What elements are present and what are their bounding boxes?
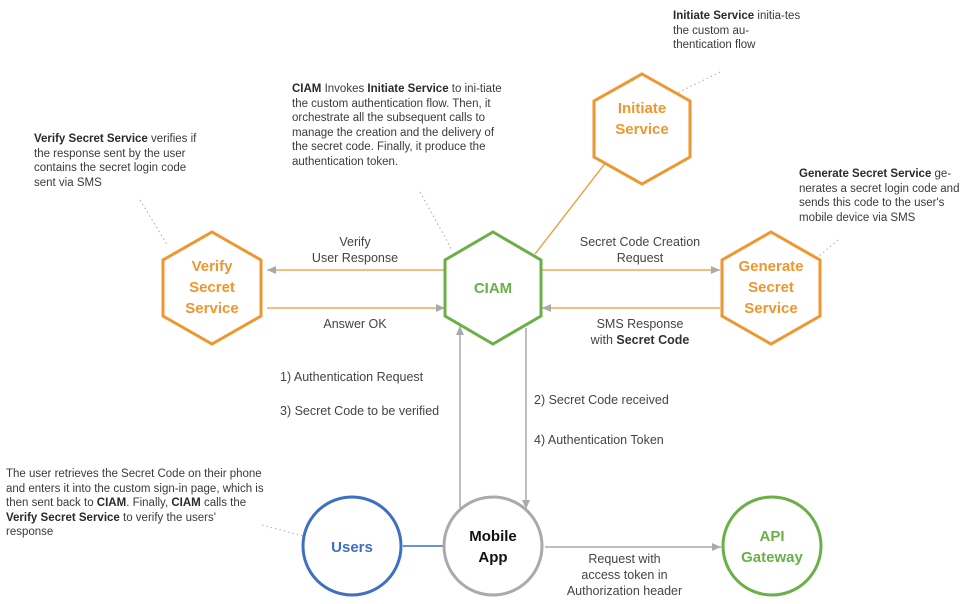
ciam-initiate-connector	[534, 147, 618, 255]
users-note-bold-2: CIAM	[171, 497, 201, 509]
generate-secret-service-node: Generate Secret Service	[720, 230, 822, 346]
ciam-note: CIAM Invokes Initiate Service to ini-tia…	[292, 82, 508, 169]
generate-secret-service-hexagon	[720, 230, 822, 346]
leader-ciam-note	[419, 191, 453, 251]
mobile-app-label-line1: Mobile	[469, 528, 517, 545]
users-note: The user retrieves the Secret Code on th…	[6, 467, 264, 540]
edge-label-request-with-token-line3: Authorization header	[566, 584, 683, 598]
initiate-service-label-line1: Initiate	[618, 100, 666, 117]
generate-secret-service-note-text: ge-nerates a secret login code and sends…	[799, 168, 960, 224]
generate-secret-service-note: Generate Secret Service ge-nerates a sec…	[799, 167, 965, 225]
edge-label-secret-code-creation-line1: Secret Code Creation	[579, 235, 701, 249]
ciam-note-text-1: Invokes	[321, 83, 368, 95]
edge-label-secret-code-creation: Secret Code Creation Request	[560, 234, 720, 266]
edge-label-auth-token-text: 4) Authentication Token	[534, 433, 664, 447]
generate-secret-service-label-line1: Generate	[738, 258, 803, 275]
users-note-text-2: . Finally,	[126, 497, 172, 509]
edge-label-request-with-token-line1: Request with	[588, 552, 661, 566]
edge-label-sms-response-line2-bold: Secret Code	[616, 333, 690, 347]
edge-label-sms-response-line2-prefix: with	[590, 333, 617, 347]
leader-initiate-note	[664, 71, 721, 100]
verify-secret-service-node: Verify Secret Service	[161, 230, 263, 346]
users-note-bold-3: Verify Secret Service	[6, 511, 120, 524]
edge-label-sms-response: SMS Response with Secret Code	[575, 316, 705, 348]
generate-secret-service-label-line2: Secret	[748, 279, 794, 296]
ciam-note-text-2: to ini-tiate the custom authentication f…	[292, 83, 502, 168]
initiate-service-note: Initiate Service initia-tes the custom a…	[673, 9, 801, 53]
edge-label-auth-request-text: 1) Authentication Request	[280, 370, 424, 384]
verify-secret-service-label-line1: Verify	[192, 258, 234, 275]
api-gateway-label-line1: API	[759, 528, 784, 545]
edge-label-secret-to-verify: 3) Secret Code to be verified	[280, 403, 439, 419]
edge-label-secret-code-creation-line2: Request	[616, 251, 664, 265]
users-node: Users	[301, 495, 403, 597]
users-note-text-4: to verify the users' response	[6, 511, 216, 539]
ciam-note-bold-2: Initiate Service	[367, 83, 449, 95]
initiate-service-note-bold: Initiate Service	[673, 10, 755, 22]
initiate-service-label-line2: Service	[615, 121, 668, 138]
api-gateway-label-line2: Gateway	[741, 549, 803, 566]
verify-secret-service-hexagon	[161, 230, 263, 346]
edge-label-sms-response-line2: with Secret Code	[575, 332, 705, 348]
verify-secret-service-note-bold: Verify Secret Service	[34, 133, 148, 145]
verify-secret-service-note: Verify Secret Service verifies if the re…	[34, 132, 200, 190]
edge-label-verify-user-response: Verify User Response	[290, 234, 420, 266]
ciam-note-bold-1: CIAM	[292, 83, 322, 95]
edge-label-auth-request: 1) Authentication Request	[280, 369, 423, 385]
leader-users-note	[261, 524, 304, 537]
edge-label-secret-to-verify-text: 3) Secret Code to be verified	[280, 404, 440, 418]
edge-label-verify-user-response-line1: Verify	[339, 235, 371, 249]
users-label: Users	[331, 539, 373, 556]
ciam-label: CIAM	[474, 280, 512, 297]
verify-secret-service-label-line2: Secret	[189, 279, 235, 296]
initiate-service-note-text: initia-tes the custom au-thentication fl…	[673, 10, 801, 51]
edge-label-answer-ok: Answer OK	[300, 316, 410, 332]
api-gateway-node: API Gateway	[721, 495, 823, 597]
generate-secret-service-note-bold: Generate Secret Service	[799, 168, 932, 180]
edge-label-auth-token: 4) Authentication Token	[534, 432, 664, 448]
edge-label-secret-received: 2) Secret Code received	[534, 392, 669, 408]
ciam-hexagon	[443, 230, 543, 346]
edge-label-secret-received-text: 2) Secret Code received	[534, 393, 669, 407]
users-note-bold-1: CIAM	[96, 497, 127, 509]
generate-secret-service-label-line3: Service	[744, 300, 797, 317]
edge-label-request-with-token: Request with access token in Authorizati…	[552, 551, 697, 599]
ciam-node: CIAM	[443, 230, 543, 346]
mobile-app-circle	[442, 495, 544, 597]
users-note-text-1: The user retrieves the Secret Code on th…	[6, 468, 264, 509]
verify-secret-service-note-text: verifies if the response sent by the use…	[34, 133, 197, 189]
users-circle	[301, 495, 403, 597]
api-gateway-circle	[721, 495, 823, 597]
mobile-app-node: Mobile App	[442, 495, 544, 597]
edge-label-verify-user-response-line2: User Response	[311, 251, 399, 265]
verify-secret-service-label-line3: Service	[185, 300, 238, 317]
leader-verify-note	[139, 199, 169, 247]
edge-label-sms-response-line1: SMS Response	[596, 317, 684, 331]
edge-label-answer-ok-text: Answer OK	[323, 317, 387, 331]
edge-label-request-with-token-line2: access token in	[581, 568, 668, 582]
mobile-app-label-line2: App	[478, 549, 507, 566]
users-note-text-3: calls the	[200, 497, 247, 509]
initiate-service-node: Initiate Service	[592, 72, 692, 186]
initiate-service-hexagon	[592, 72, 692, 186]
